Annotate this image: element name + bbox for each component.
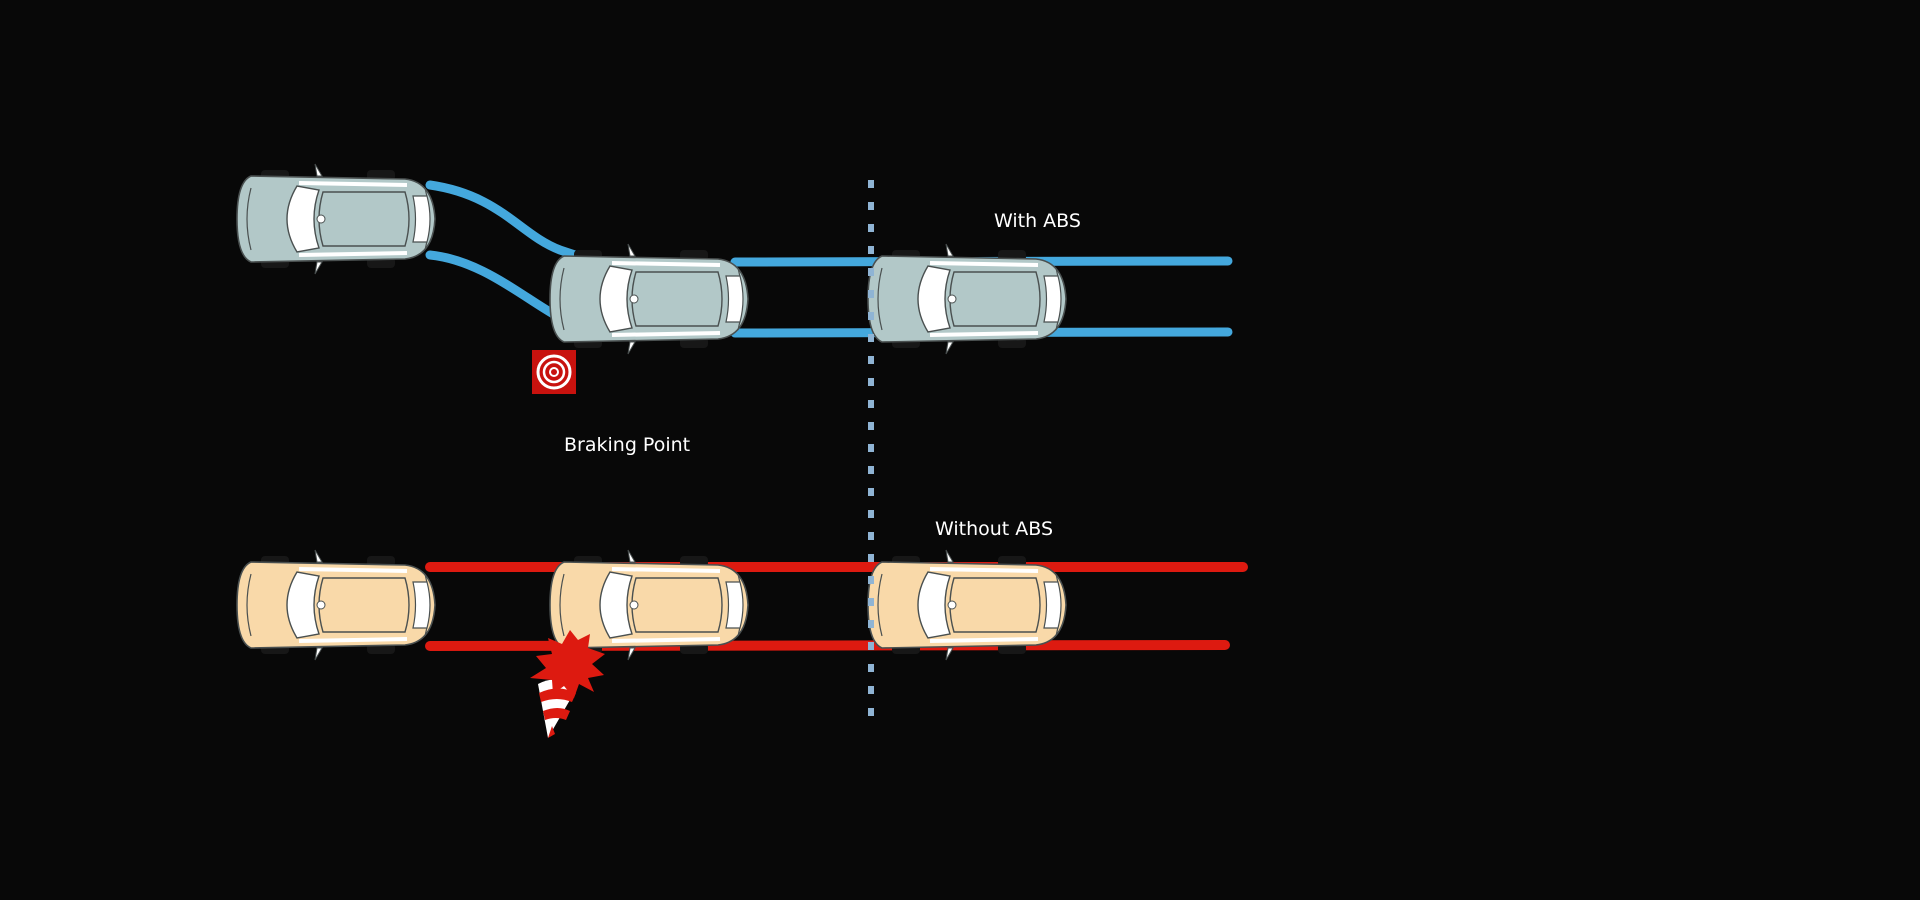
without-abs-label: Without ABS [935, 518, 1053, 540]
with-abs-label: With ABS [994, 210, 1081, 232]
target-icon [532, 350, 576, 394]
crash-burst-icon [530, 630, 605, 698]
abs-car-3 [866, 242, 1068, 356]
no-abs-car-3 [866, 548, 1068, 662]
braking-point-label: Braking Point [564, 434, 690, 456]
traffic-cone-icon [538, 679, 578, 738]
abs-car-2 [548, 242, 750, 356]
abs-car-1 [235, 162, 437, 276]
no-abs-car-1 [235, 548, 437, 662]
